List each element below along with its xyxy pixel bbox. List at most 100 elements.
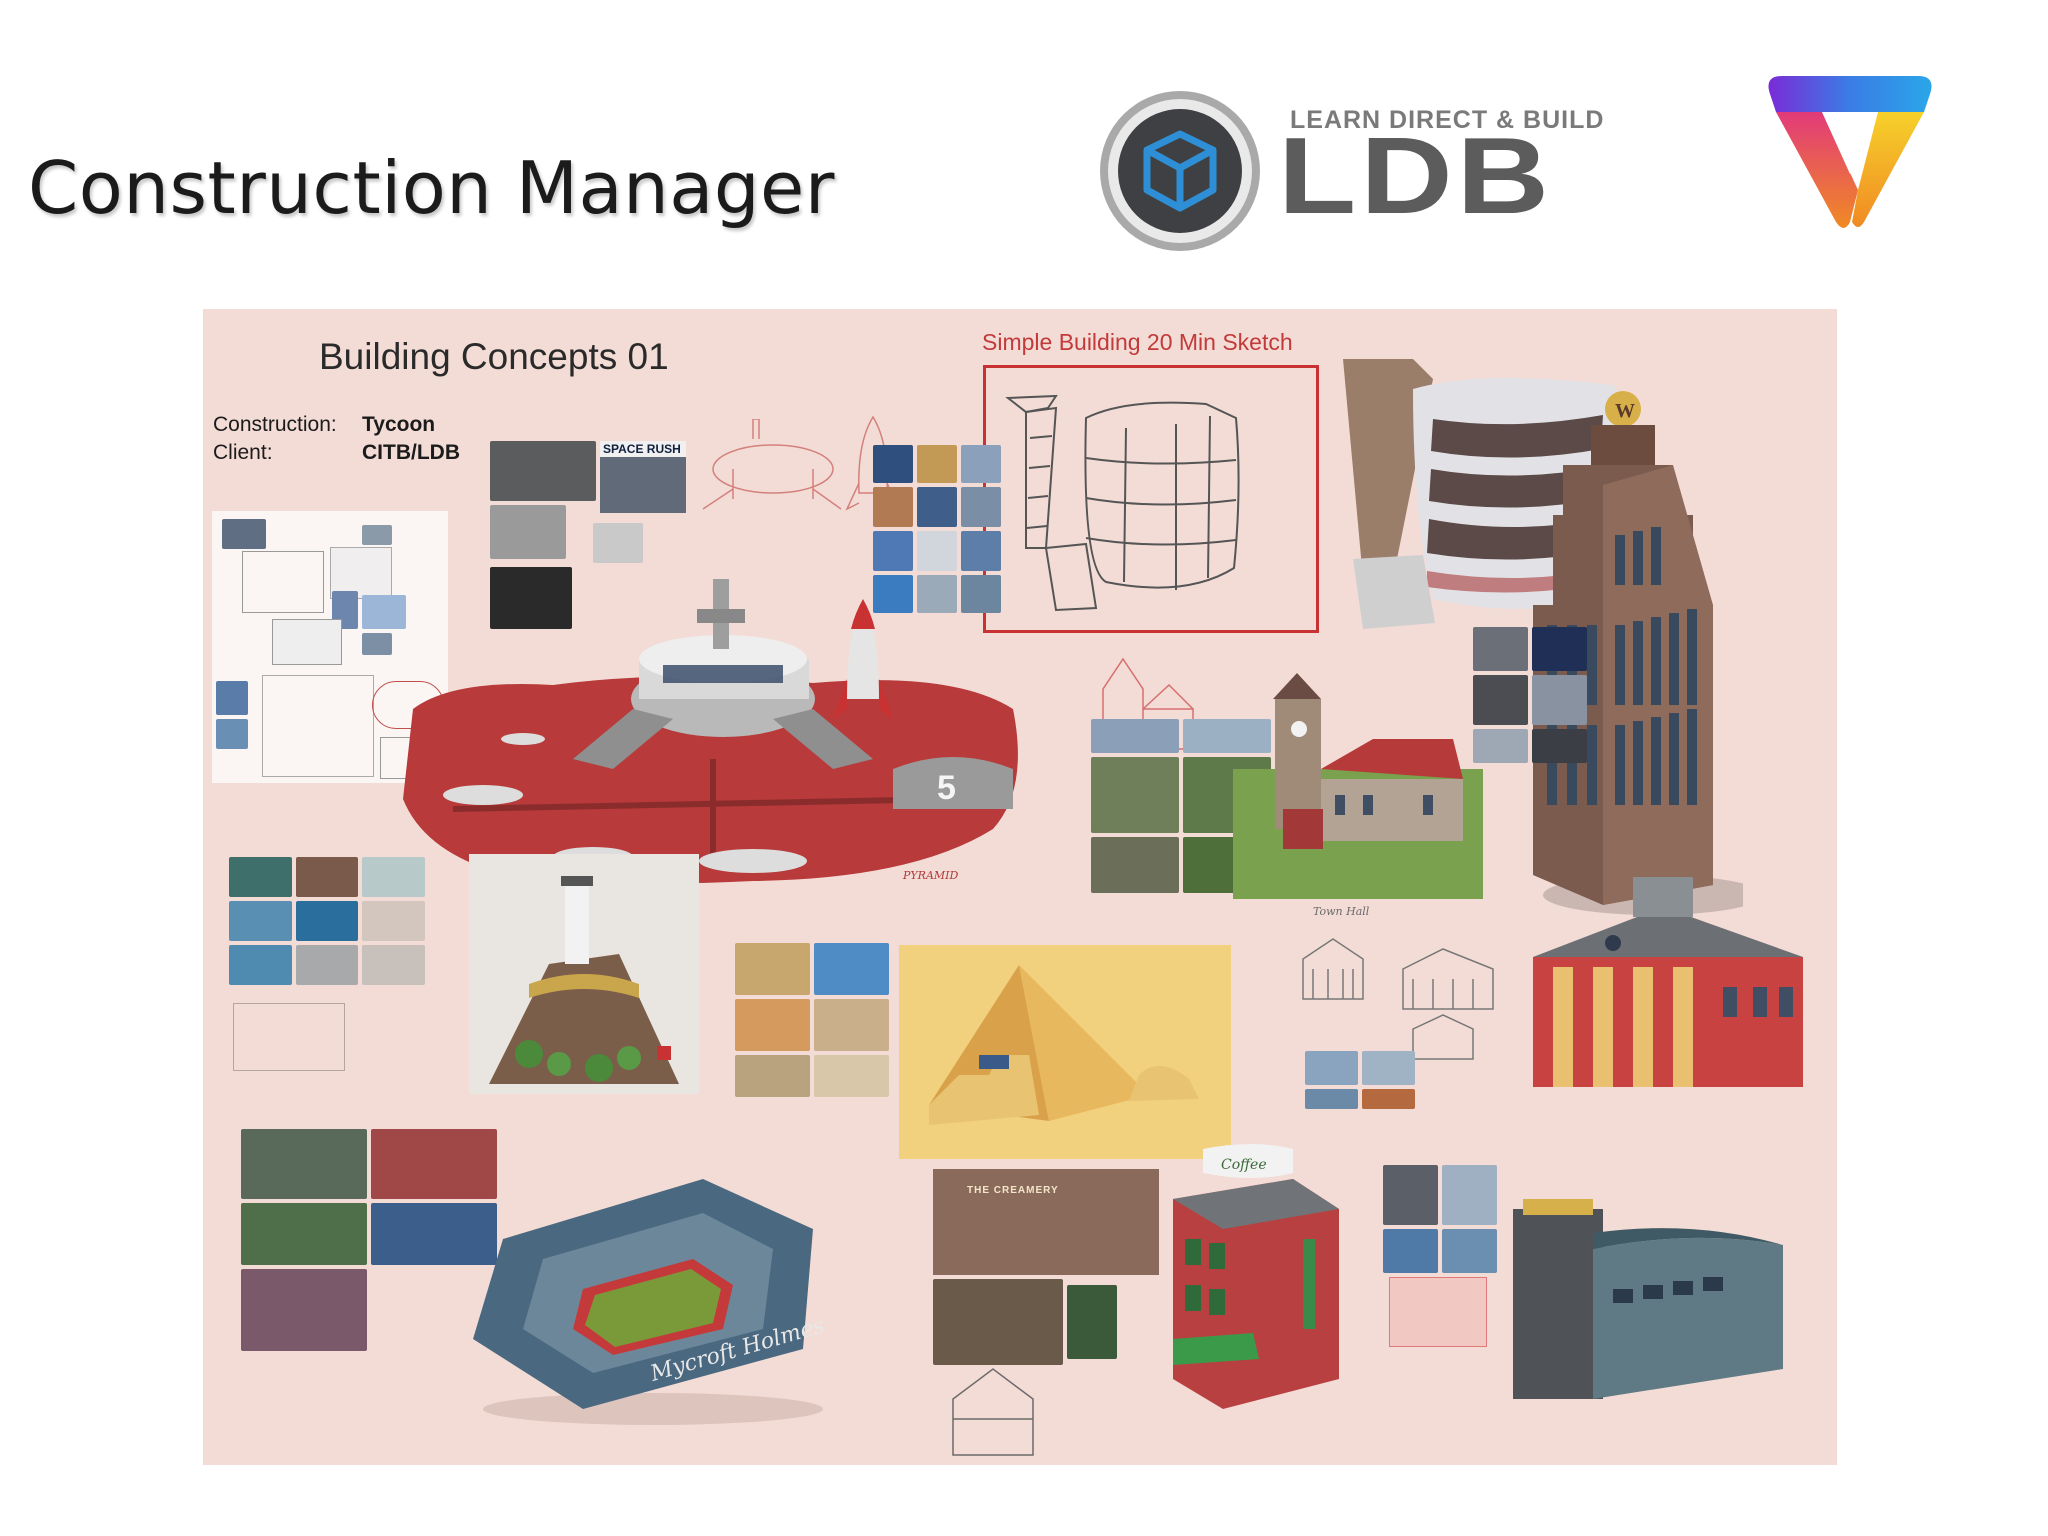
reference-photo	[961, 487, 1001, 527]
church-concept	[1233, 673, 1483, 899]
reference-photo	[362, 857, 425, 897]
coffee-sign: Coffee	[1221, 1157, 1267, 1173]
reference-photo	[873, 445, 913, 483]
reference-photo	[1091, 837, 1179, 893]
space-base-concept: 5	[403, 579, 1018, 884]
reference-photo	[961, 531, 1001, 571]
pyramid-photo-collage	[735, 943, 889, 1097]
reference-photo	[961, 575, 1001, 613]
reference-photo	[1091, 757, 1179, 833]
cube-icon	[1143, 130, 1217, 212]
town-hall-sketches	[1302, 938, 1494, 1060]
reference-photo	[961, 445, 1001, 483]
sketch-caption: Simple Building 20 Min Sketch	[982, 329, 1293, 355]
cafe-reference-photo: THE CREAMERY	[933, 1169, 1159, 1275]
art-deco-tower-concept: W	[1533, 391, 1743, 915]
reference-photo	[873, 487, 913, 527]
reference-photo	[229, 901, 292, 941]
reference-photo	[1473, 627, 1528, 671]
magazine-title: SPACE RUSH	[600, 441, 686, 457]
reference-photo	[593, 523, 643, 563]
industrial-building-concept	[1513, 1199, 1783, 1399]
ldb-logo	[1100, 91, 1260, 251]
reference-photo	[229, 857, 292, 897]
reference-photo	[917, 487, 957, 527]
reference-photo	[490, 567, 572, 629]
reference-photo	[1442, 1229, 1497, 1273]
reference-photo	[1383, 1165, 1438, 1225]
reference-photo	[814, 999, 889, 1051]
reference-photo	[933, 1279, 1063, 1365]
reference-photo	[1305, 1051, 1358, 1085]
pyramid-concept	[899, 945, 1231, 1159]
floorplan-sketch	[262, 675, 374, 777]
reference-photo	[1532, 675, 1587, 725]
town-hall-note: Town Hall	[1313, 905, 1370, 918]
stadium-photo-collage	[241, 1129, 497, 1351]
tower-photo-collage	[1473, 627, 1587, 763]
client-label: Client:	[213, 441, 273, 464]
reference-photo	[362, 901, 425, 941]
lighthouse-concept	[469, 854, 699, 1094]
reference-photo	[1383, 1229, 1438, 1273]
reference-photo	[241, 1203, 367, 1265]
reference-photo	[1473, 729, 1528, 763]
ldb-wordmark: LDB	[1278, 115, 1554, 237]
sketch-frame	[983, 365, 1319, 633]
svg-text:W: W	[1615, 400, 1635, 422]
ldb-tagline: LEARN DIRECT & BUILD	[1290, 106, 1605, 134]
reference-photo	[1362, 1051, 1415, 1085]
reference-photo	[362, 945, 425, 985]
reference-photo	[1362, 1089, 1415, 1109]
reference-photo	[362, 595, 406, 629]
concept-board: Building Concepts 01 Construction: Tycoo…	[203, 309, 1837, 1465]
reference-photo	[229, 945, 292, 985]
slide-title: Construction Manager	[28, 146, 835, 230]
reference-photo	[873, 575, 913, 613]
reference-photo	[1473, 675, 1528, 725]
svg-text:5: 5	[937, 769, 956, 807]
reference-photo	[917, 445, 957, 483]
reference-photo	[241, 1129, 367, 1199]
reference-photo	[1532, 627, 1587, 671]
office-sketch-small	[242, 551, 324, 613]
construction-label: Construction:	[213, 413, 337, 436]
reference-photo	[222, 519, 266, 549]
cafe-sign: THE CREAMERY	[967, 1185, 1059, 1196]
reference-photo	[735, 943, 810, 995]
reference-photo	[241, 1269, 367, 1351]
reference-photo	[1442, 1165, 1497, 1225]
client-value: CITB/LDB	[362, 441, 460, 464]
reference-photo	[371, 1203, 497, 1265]
cafe-sketch	[952, 1368, 1034, 1456]
office-photo-collage	[873, 445, 1001, 613]
reference-photo	[814, 943, 889, 995]
industrial-sketch	[1389, 1277, 1487, 1347]
stadium-concept: Mycroft Holmes	[473, 1179, 827, 1425]
office-sketch	[1005, 394, 1240, 612]
reference-photo	[814, 1055, 889, 1097]
reference-collage-office	[212, 511, 448, 783]
office-sketch-small	[272, 619, 342, 665]
reference-photo	[1067, 1285, 1117, 1359]
town-hall-photo-collage	[1305, 1051, 1415, 1109]
reference-photo	[371, 1129, 497, 1199]
reference-photo	[295, 901, 359, 941]
reference-photo	[1091, 719, 1179, 753]
reference-photo	[362, 525, 392, 545]
office-sketch-small	[330, 547, 392, 599]
industrial-photo-collage	[1383, 1165, 1497, 1273]
reference-photo	[362, 633, 392, 655]
board-title: Building Concepts 01	[319, 336, 669, 377]
space-base-sketch	[702, 419, 842, 510]
reference-photo	[1305, 1089, 1358, 1109]
coffee-shop-concept: Coffee	[1173, 1144, 1339, 1409]
reference-photo	[295, 945, 359, 985]
reference-photo	[873, 531, 913, 571]
rainbow-triangle-icon	[1768, 76, 1932, 228]
reference-photo	[1183, 719, 1271, 753]
reference-photo	[917, 531, 957, 571]
space-rush-cover: SPACE RUSH	[600, 441, 686, 513]
construction-value: Tycoon	[362, 413, 436, 436]
reference-photo	[216, 681, 248, 715]
